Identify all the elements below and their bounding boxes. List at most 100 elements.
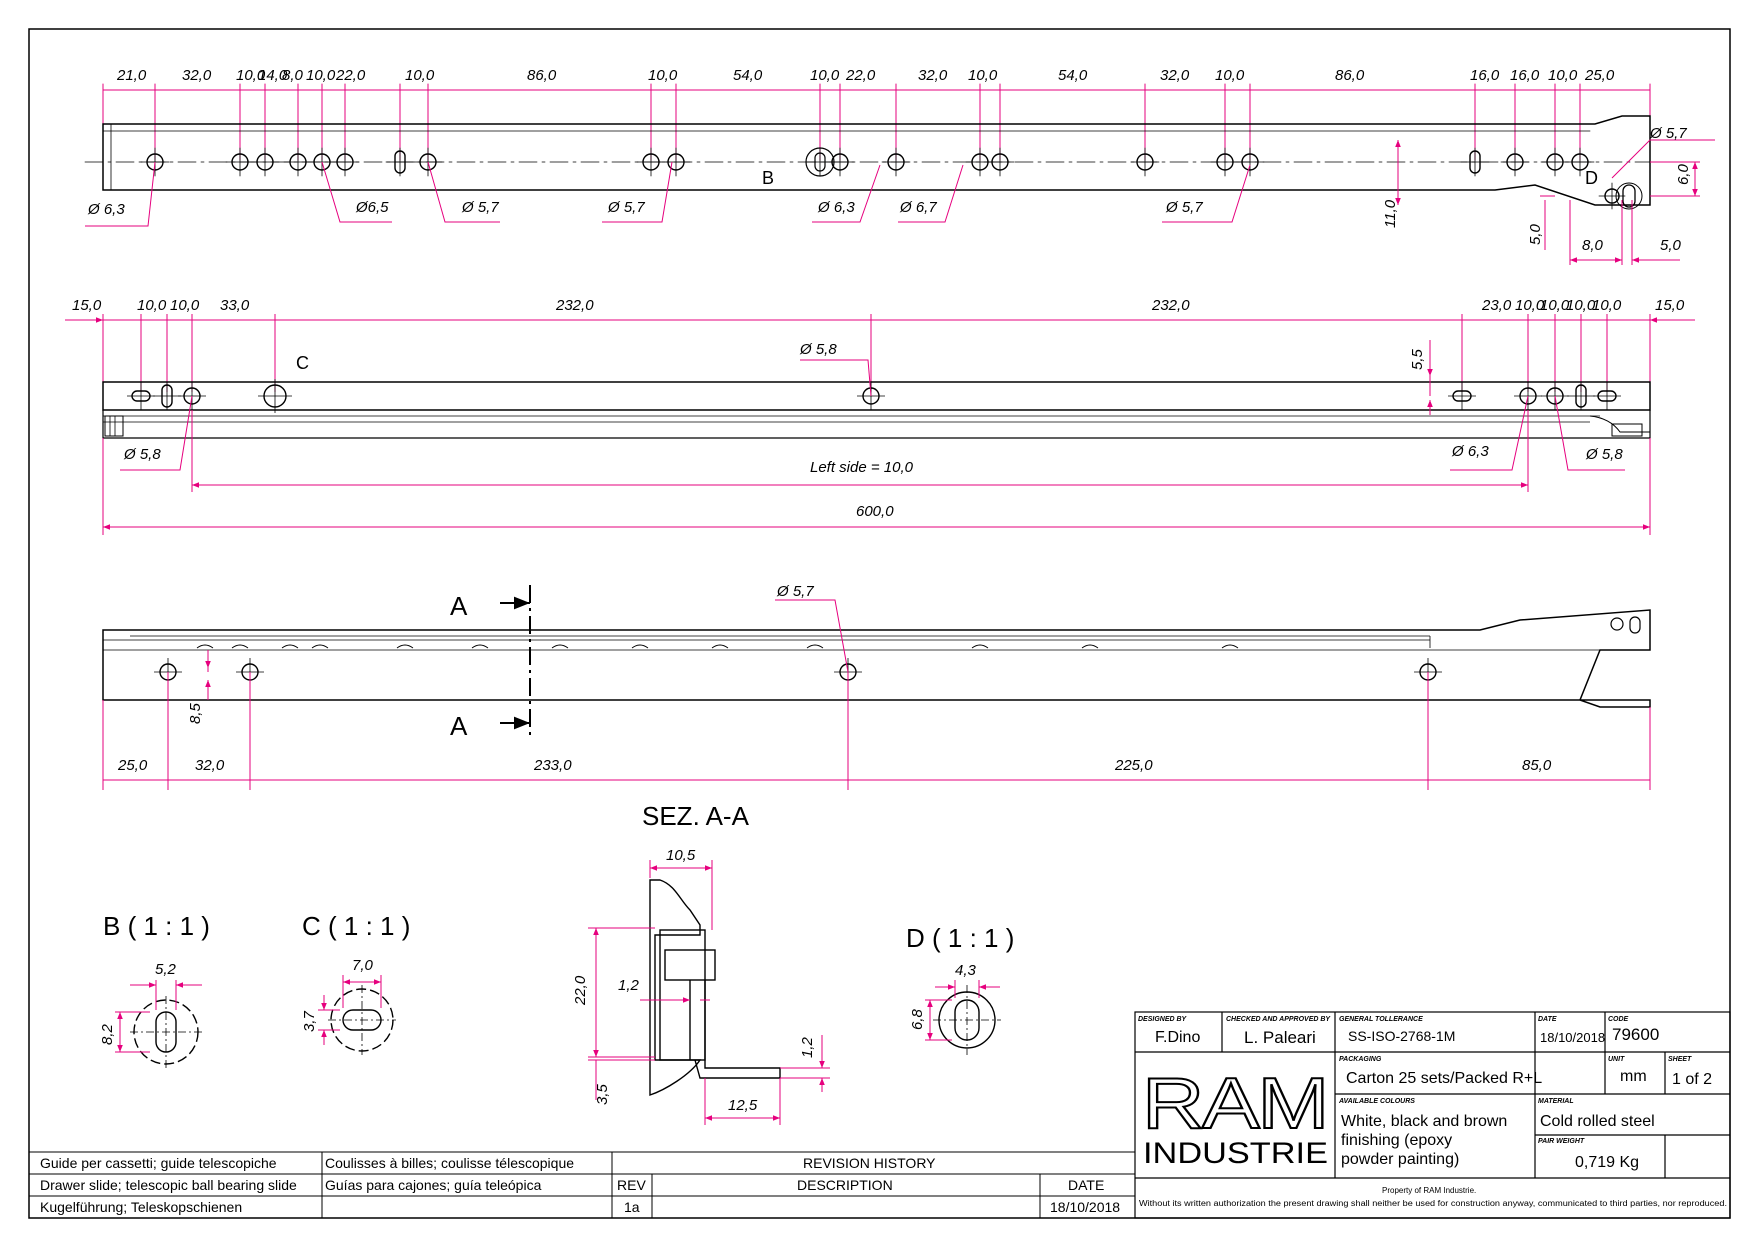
hole [985, 147, 1015, 177]
hole [1593, 382, 1621, 410]
overall-length: 600,0 [856, 503, 894, 520]
packaging: Carton 25 sets/Packed R+L [1346, 1070, 1542, 1087]
hole [1448, 382, 1476, 410]
section-dim: 3,5 [594, 1083, 611, 1105]
dimension-label: 16,0 [1470, 67, 1500, 84]
section-dim: 22,0 [572, 975, 589, 1006]
disclaimer: Without its written authorization the pr… [1139, 1199, 1727, 1208]
weight: 0,719 Kg [1575, 1154, 1639, 1171]
unit-label: UNIT [1608, 1056, 1625, 1063]
material: Cold rolled steel [1540, 1113, 1655, 1130]
detail-d [925, 980, 1001, 1055]
side-dim: 5,0 [1527, 223, 1544, 245]
dimension-label: 22,0 [845, 67, 876, 84]
hole [1460, 147, 1490, 177]
detail-b [115, 980, 202, 1068]
packaging-label: PACKAGING [1339, 1056, 1382, 1063]
hole-callout: Ø 5,8 [1585, 446, 1623, 463]
material-label: MATERIAL [1538, 1098, 1574, 1105]
revision-title: REVISION HISTORY [803, 1155, 936, 1171]
sheet-label: SHEET [1668, 1056, 1692, 1063]
section-profile [649, 879, 781, 1096]
col-rev: REV [617, 1177, 646, 1193]
dimension-label: 10,0 [1548, 67, 1578, 84]
dimension-label: 86,0 [1335, 67, 1365, 84]
hole-callout: Ø 6,3 [817, 199, 855, 216]
dimension-label: 10,0 [1566, 297, 1596, 314]
dimension-label: 10,0 [170, 297, 200, 314]
side-dim: 5,5 [1409, 348, 1426, 370]
tolerance-label: GENERAL TOLLERANCE [1339, 1016, 1423, 1023]
section-title: SEZ. A-A [642, 801, 750, 831]
property-note: Property of RAM Industrie. [1382, 1186, 1476, 1195]
dimension-label: 14,0 [258, 67, 288, 84]
dimension-label: 21,0 [116, 67, 147, 84]
tolerance: SS-ISO-2768-1M [1348, 1028, 1455, 1044]
hole [250, 147, 280, 177]
sheet-border [28, 28, 1731, 1219]
dimension-label: 10,0 [236, 67, 266, 84]
side-dim: 5,0 [1660, 237, 1682, 254]
dimension-label: 32,0 [1160, 67, 1190, 84]
colours-label: AVAILABLE COLOURS [1338, 1098, 1415, 1105]
dimension-label: 8,0 [282, 67, 304, 84]
hole [825, 147, 855, 177]
hole-callout: Ø 5,8 [799, 341, 837, 358]
logo-industrie: INDUSTRIE [1143, 1137, 1328, 1170]
detail-dim: 3,7 [301, 1010, 318, 1032]
dimension-label: 22,0 [335, 67, 366, 84]
detail-dim: 4,3 [955, 962, 977, 979]
side-dim: 8,0 [1582, 237, 1604, 254]
colours-line-3: powder painting) [1341, 1151, 1459, 1168]
hole [1598, 182, 1626, 210]
detail-c-title: C ( 1 : 1 ) [302, 911, 410, 941]
hole-callout: Ø 6,7 [899, 199, 937, 216]
dimension-label: 15,0 [1655, 297, 1685, 314]
hole [1565, 147, 1595, 177]
dimension-label: 16,0 [1510, 67, 1540, 84]
desc-en: Drawer slide; telescopic ball bearing sl… [40, 1177, 297, 1193]
dimension-label: 10,0 [306, 67, 336, 84]
side-dim: 11,0 [1382, 199, 1399, 228]
hole [153, 382, 181, 410]
dimension-label: 10,0 [137, 297, 167, 314]
hole [283, 147, 313, 177]
detail-b-title: B ( 1 : 1 ) [103, 911, 210, 941]
dimension-label: 232,0 [555, 297, 594, 314]
logo-ram: RAM [1142, 1064, 1327, 1144]
hole-callout: Ø 5,7 [461, 199, 499, 216]
dimension-label: 225,0 [1114, 757, 1153, 774]
code-label: CODE [1608, 1016, 1629, 1023]
detail-dim: 8,2 [99, 1023, 116, 1045]
dimension-label: 10,0 [1515, 297, 1545, 314]
dimension-label: 10,0 [1215, 67, 1245, 84]
title-block [1134, 1011, 1731, 1219]
hole [1210, 147, 1240, 177]
section-dim: 12,5 [728, 1097, 758, 1114]
designed-by-label: DESIGNED BY [1138, 1016, 1188, 1023]
hole-callout: Ø 5,8 [123, 446, 161, 463]
hole [1130, 147, 1160, 177]
section-marker-a-top: A [450, 591, 468, 621]
hole-callout: Ø6,5 [355, 199, 389, 216]
hole [225, 147, 255, 177]
hole [1500, 147, 1530, 177]
dimension-label: 32,0 [195, 757, 225, 774]
section-dim: 1,2 [618, 977, 640, 994]
detail-dim: 7,0 [352, 957, 374, 974]
revision-table [28, 1151, 1136, 1219]
dimension-label: 32,0 [182, 67, 212, 84]
colours-line-1: White, black and brown [1341, 1113, 1507, 1130]
dimension-label: 33,0 [220, 297, 250, 314]
rev-value: 1a [624, 1199, 640, 1215]
hole [1540, 147, 1570, 177]
section-marker-a-bottom: A [450, 711, 468, 741]
hole-callout: Ø 5,7 [1649, 125, 1687, 142]
dimension-label: 25,0 [117, 757, 148, 774]
side-dim: 6,0 [1675, 163, 1692, 185]
detail-c [318, 975, 396, 1055]
desc-es: Guías para cajones; guía teleópica [325, 1177, 542, 1193]
date: 18/10/2018 [1540, 1030, 1605, 1045]
hole [1235, 147, 1265, 177]
